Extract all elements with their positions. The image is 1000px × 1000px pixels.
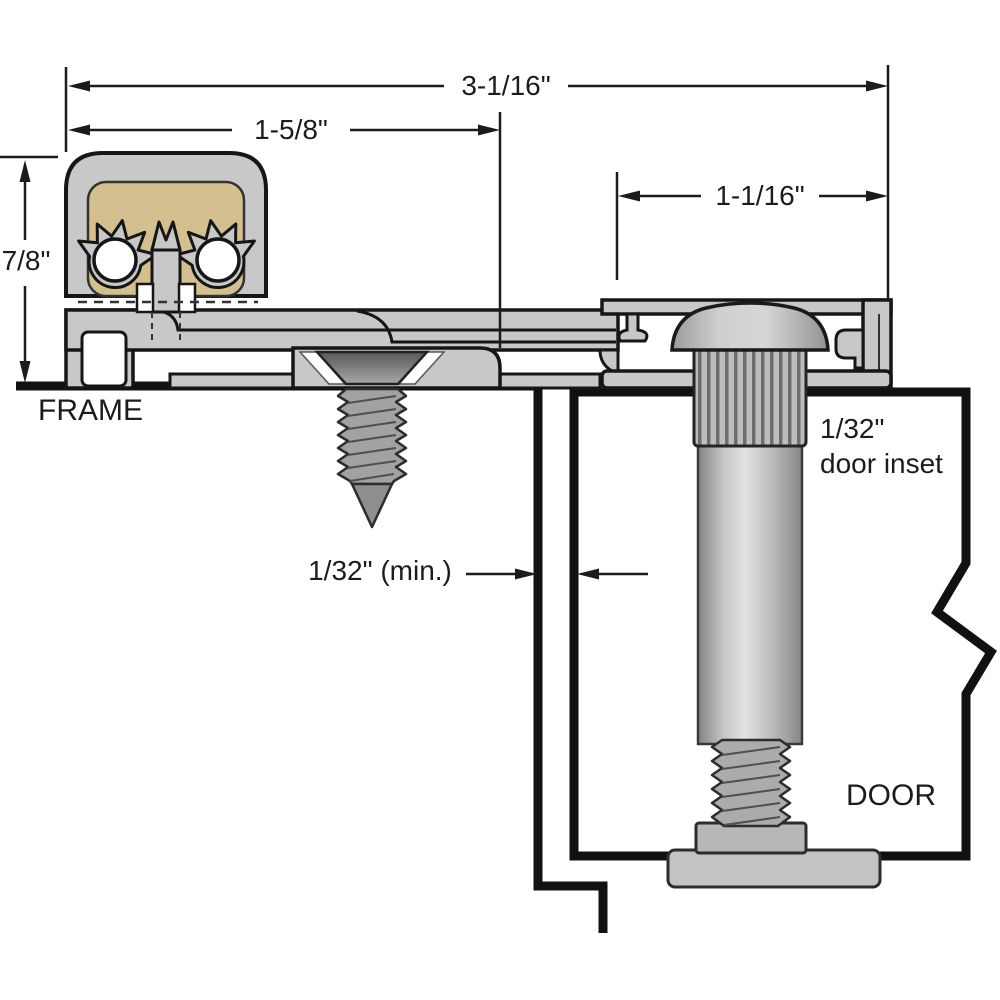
fastener-nut [694,821,808,855]
fastener-knurl [692,346,808,448]
dim-height-text: 7/8" [2,245,51,276]
inset-text-line1: 1/32" [820,413,884,444]
clearance-callout: 1/32" (min.) [308,555,648,586]
fastener-dome-head [670,301,830,352]
extension-lines [0,65,890,348]
arrow-right-icon [866,190,888,202]
arrow-down-icon [19,361,31,383]
door-leaf-profile [600,298,893,390]
fastener-washer [666,848,882,889]
dimension-height: 7/8" [2,160,51,383]
stem-notch-left [135,282,155,314]
arrow-left-icon [577,568,599,580]
arrow-right-icon [478,124,500,136]
dimension-overall-width: 3-1/16" [68,70,888,101]
hinge-pin-fastener [666,301,882,889]
arrow-left-icon [68,124,90,136]
screw-tip [350,482,394,529]
screw-head-countersunk [314,350,430,386]
arrow-up-icon [19,160,31,182]
frame-jamb-line [533,386,608,933]
dim-frame-leaf-text: 1-5/8" [254,114,328,145]
dimension-frame-leaf-width: 1-5/8" [68,114,500,145]
door-inset-callout: 1/32" door inset [820,413,943,479]
door-label: DOOR [846,779,936,812]
frame-outline [16,381,608,933]
arrow-left-icon [68,80,90,92]
frame-leaf-profile [64,308,620,390]
inset-text-line2: door inset [820,448,943,479]
pivot-bore-right [195,237,241,283]
gear-cap [64,151,268,342]
arrow-left-icon [618,190,640,202]
clearance-text: 1/32" (min.) [308,555,452,586]
arrow-right-icon [866,80,888,92]
fastener-shaft [696,444,804,746]
mounting-screw [336,387,408,529]
web-end-transition [598,348,620,373]
arrow-right-icon [515,568,537,580]
web-slot [80,330,128,388]
pivot-bore-left [92,237,138,283]
fastener-thread-lines [721,746,781,826]
dim-overall-text: 3-1/16" [461,70,550,101]
dimension-door-leaf-width: 1-1/16" [618,180,888,211]
screw-thread-lines [347,395,397,482]
stem-notch-right [177,282,197,314]
leaf-c-curl [834,328,865,370]
web-step-line-2 [356,309,616,344]
leaf-hook-rib [617,312,649,343]
frame-label: FRAME [38,394,143,427]
dim-door-leaf-text: 1-1/16" [715,180,804,211]
